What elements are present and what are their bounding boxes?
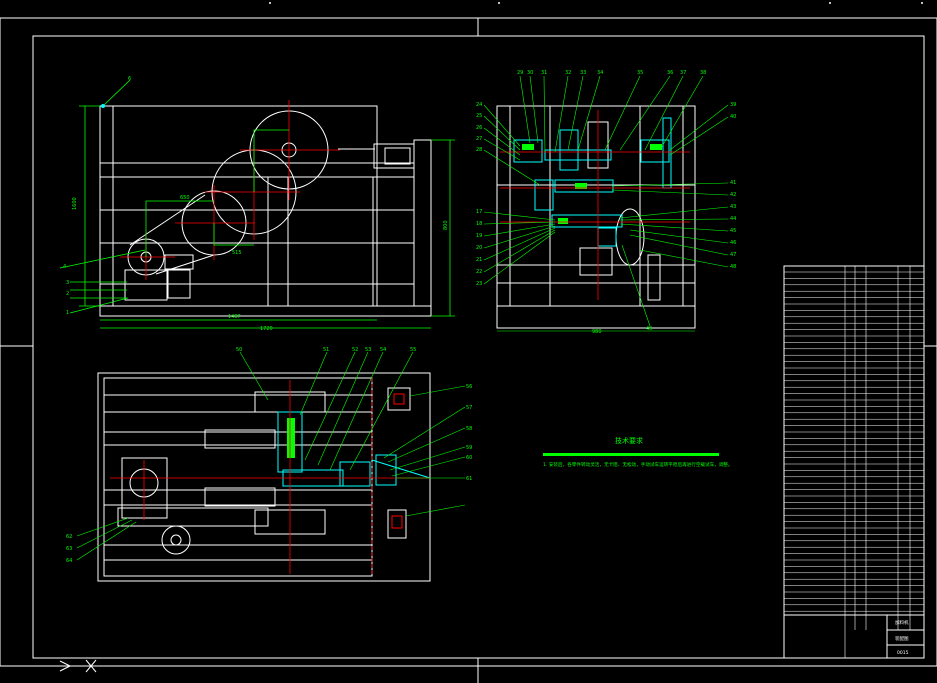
side-label-28: 28 — [476, 147, 482, 153]
side-label-49: 49 — [646, 326, 652, 332]
front-dim-height: 1600 — [72, 197, 78, 210]
tech-bar — [543, 453, 719, 456]
side-view: 29 30 31 32 33 34 35 36 37 38 24 25 26 2… — [476, 70, 736, 335]
side-label-46: 46 — [730, 240, 736, 246]
plan-label-56: 56 — [466, 384, 472, 390]
side-label-37: 37 — [680, 70, 686, 76]
front-label-3: 3 — [66, 280, 69, 286]
side-label-42: 42 — [730, 192, 736, 198]
side-label-34: 34 — [597, 70, 603, 76]
tech-note: 1. 安装后，各零件转动灵活，无卡阻、无松动，手动试车运转平稳后再进行空载试车，… — [543, 461, 733, 468]
side-label-20: 20 — [476, 245, 482, 251]
front-view: 1487 1720 1600 800 650 515 6 4 3 2 1 — [59, 76, 455, 332]
title-block: 加料机 装配图 0015 — [783, 265, 925, 659]
side-label-30: 30 — [527, 70, 533, 76]
title-name: 加料机 — [895, 619, 909, 626]
front-dim-wheel: 650 — [180, 195, 190, 201]
plan-label-60: 60 — [466, 455, 472, 461]
plan-view: 50 51 52 53 54 55 56 57 58 59 60 61 62 6… — [66, 347, 472, 582]
tech-requirements: 技术要求 1. 安装后，各零件转动灵活，无卡阻、无松动，手动试车运转平稳后再进行… — [543, 436, 733, 468]
plan-label-50: 50 — [236, 347, 242, 353]
side-label-40: 40 — [730, 114, 736, 120]
plan-label-52: 52 — [352, 347, 358, 353]
side-label-44: 44 — [730, 216, 736, 222]
front-dim-total: 1720 — [260, 326, 273, 332]
side-label-27: 27 — [476, 136, 482, 142]
side-label-47: 47 — [730, 252, 736, 258]
side-label-23: 23 — [476, 281, 482, 287]
tech-title: 技术要求 — [615, 436, 643, 445]
front-dim-length: 1487 — [228, 314, 241, 320]
side-label-26: 26 — [476, 125, 482, 131]
plan-label-51: 51 — [323, 347, 329, 353]
outer-frame — [0, 17, 937, 667]
side-label-17: 17 — [476, 209, 482, 215]
plan-label-54: 54 — [380, 347, 386, 353]
front-dim-right: 800 — [443, 220, 449, 230]
plan-label-58: 58 — [466, 426, 472, 432]
side-label-24: 24 — [476, 102, 482, 108]
side-label-36: 36 — [667, 70, 673, 76]
side-label-25: 25 — [476, 113, 482, 119]
side-label-48: 48 — [730, 264, 736, 270]
side-label-45: 45 — [730, 228, 736, 234]
side-label-22: 22 — [476, 269, 482, 275]
side-label-18: 18 — [476, 221, 482, 227]
plan-label-53: 53 — [365, 347, 371, 353]
side-label-35: 35 — [637, 70, 643, 76]
plan-label-63: 63 — [66, 546, 72, 552]
title-sheet: 0015 — [897, 650, 909, 656]
plan-label-55: 55 — [410, 347, 416, 353]
side-label-38: 38 — [700, 70, 706, 76]
front-label-2: 2 — [66, 291, 69, 297]
front-label-top: 6 — [128, 76, 131, 82]
side-label-21: 21 — [476, 257, 482, 263]
front-dim-small: 515 — [232, 250, 242, 256]
side-label-43: 43 — [730, 204, 736, 210]
front-label-1: 1 — [66, 310, 69, 316]
side-dim-width: 980 — [592, 329, 602, 335]
side-label-32: 32 — [565, 70, 571, 76]
side-label-29: 29 — [517, 70, 523, 76]
side-label-33: 33 — [580, 70, 586, 76]
front-label-4: 4 — [63, 264, 66, 270]
side-label-41: 41 — [730, 180, 736, 186]
ucs-icon — [40, 659, 97, 673]
plan-label-57: 57 — [466, 405, 472, 411]
plan-label-59: 59 — [466, 445, 472, 451]
side-label-31: 31 — [541, 70, 547, 76]
plan-label-64: 64 — [66, 558, 72, 564]
side-label-39: 39 — [730, 102, 736, 108]
title-drawing-type: 装配图 — [895, 635, 909, 642]
plan-label-62: 62 — [66, 534, 72, 540]
plan-label-61: 61 — [466, 476, 472, 482]
side-label-19: 19 — [476, 233, 482, 239]
